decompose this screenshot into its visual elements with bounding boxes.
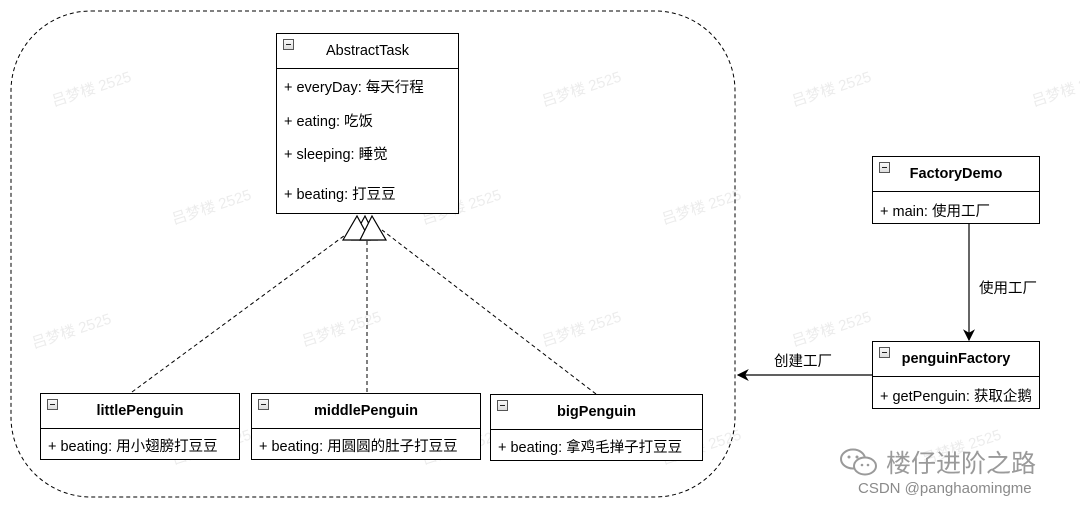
class-name: bigPenguin — [557, 404, 636, 420]
brand-name: 楼仔进阶之路 — [886, 450, 1037, 478]
class-header: bigPenguin — [491, 395, 702, 430]
factory-demo-class[interactable]: FactoryDemo + main: 使用工厂 — [872, 156, 1040, 224]
use-factory-label: 使用工厂 — [979, 277, 1037, 298]
abstract-task-class[interactable]: AbstractTask + everyDay: 每天行程 + eating: … — [276, 33, 459, 214]
class-name: littlePenguin — [96, 403, 184, 419]
collapse-icon[interactable] — [879, 347, 890, 358]
collapse-icon[interactable] — [47, 399, 58, 410]
penguin-factory-class[interactable]: penguinFactory + getPenguin: 获取企鹅 — [872, 341, 1040, 409]
csdn-credit: CSDN @panghaomingme — [858, 480, 1032, 497]
big-penguin-class[interactable]: bigPenguin + beating: 拿鸡毛掸子打豆豆 — [490, 394, 703, 461]
attribute: + sleeping: 睡觉 — [284, 147, 388, 163]
wechat-icon — [840, 448, 877, 476]
class-header: penguinFactory — [873, 342, 1039, 377]
attribute: + beating: 用小翅膀打豆豆 — [48, 439, 218, 455]
collapse-icon[interactable] — [497, 400, 508, 411]
attribute: + beating: 用圆圆的肚子打豆豆 — [259, 439, 458, 455]
collapse-icon[interactable] — [879, 162, 890, 173]
package-boundary — [10, 10, 736, 498]
wechat-brand: 楼仔进阶之路 — [838, 444, 1036, 480]
attribute: + everyDay: 每天行程 — [284, 80, 424, 96]
attribute: + beating: 打豆豆 — [284, 187, 396, 203]
class-name: middlePenguin — [314, 403, 418, 419]
realization-line-big — [381, 229, 597, 395]
class-name: FactoryDemo — [909, 166, 1003, 182]
attribute: + eating: 吃饭 — [284, 114, 374, 130]
class-header: littlePenguin — [41, 394, 239, 429]
realization-line-little — [131, 229, 353, 393]
attribute: + beating: 拿鸡毛掸子打豆豆 — [498, 440, 683, 456]
inheritance-arrowhead — [359, 214, 388, 241]
class-name: AbstractTask — [326, 43, 409, 59]
collapse-icon[interactable] — [283, 39, 294, 50]
attribute: + getPenguin: 获取企鹅 — [880, 389, 1032, 405]
class-name: penguinFactory — [901, 351, 1011, 367]
little-penguin-class[interactable]: littlePenguin + beating: 用小翅膀打豆豆 — [40, 393, 240, 460]
attribute: + main: 使用工厂 — [880, 204, 990, 220]
create-factory-label: 创建工厂 — [774, 354, 832, 370]
collapse-icon[interactable] — [258, 399, 269, 410]
class-header: AbstractTask — [277, 34, 458, 69]
middle-penguin-class[interactable]: middlePenguin + beating: 用圆圆的肚子打豆豆 — [251, 393, 481, 460]
class-header: FactoryDemo — [873, 157, 1039, 192]
class-header: middlePenguin — [252, 394, 480, 429]
